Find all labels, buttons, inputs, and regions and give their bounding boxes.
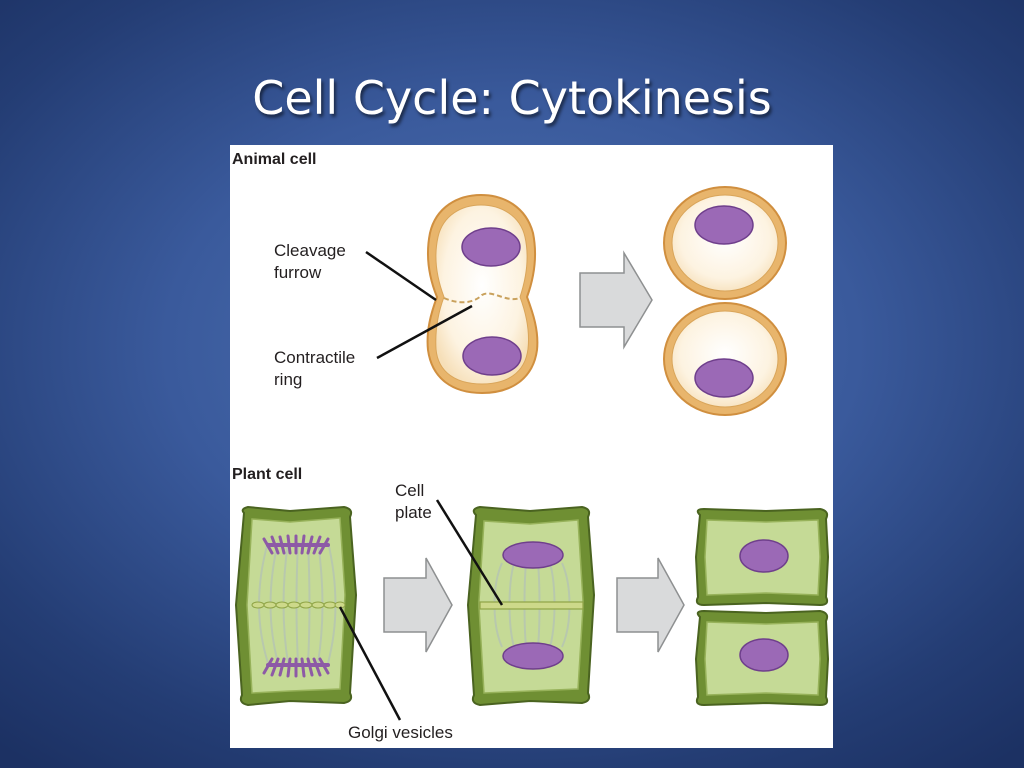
plant-cell-heading: Plant cell xyxy=(232,466,302,483)
nucleus xyxy=(462,336,522,376)
nucleus xyxy=(694,358,754,398)
nucleus xyxy=(461,227,521,267)
nucleus xyxy=(739,539,789,573)
cytokinesis-figure: Animal cell Plant cell Cleavage furrow C… xyxy=(230,145,833,748)
leader-line xyxy=(435,499,504,606)
slide-title: Cell Cycle: Cytokinesis xyxy=(252,71,772,125)
cleavage-furrow-label-2: furrow xyxy=(274,263,322,282)
animal-daughter-cell-bottom xyxy=(663,302,787,416)
plant-cell-cell-plate xyxy=(466,505,596,707)
arrow-icon xyxy=(383,557,453,653)
plant-cell-telophase xyxy=(234,505,358,707)
nucleus xyxy=(739,638,789,672)
arrow-icon xyxy=(616,557,685,653)
leader-line xyxy=(376,304,473,360)
cytokinesis-diagram: Animal cell Plant cell Cleavage furrow C… xyxy=(232,151,830,742)
nucleus xyxy=(502,541,564,569)
cleavage-furrow-label: Cleavage xyxy=(274,241,346,260)
plant-daughter-cell-bottom xyxy=(694,609,830,707)
golgi-vesicles-label: Golgi vesicles xyxy=(348,723,453,742)
nucleus xyxy=(694,205,754,245)
contractile-ring xyxy=(443,292,521,304)
cell-plate-label: Cell xyxy=(395,481,424,500)
cell-plate-label-2: plate xyxy=(395,503,432,522)
animal-cell-heading: Animal cell xyxy=(232,151,316,168)
contractile-ring-label-2: ring xyxy=(274,370,302,389)
animal-dividing-cell xyxy=(426,193,539,395)
animal-daughter-cell-top xyxy=(663,186,787,300)
nucleus xyxy=(502,642,564,670)
cell-plate xyxy=(479,601,584,610)
plant-daughter-cell-top xyxy=(694,507,830,607)
leader-line xyxy=(365,250,437,302)
arrow-icon xyxy=(579,250,653,350)
contractile-ring-label: Contractile xyxy=(274,348,355,367)
leader-line xyxy=(338,606,402,721)
